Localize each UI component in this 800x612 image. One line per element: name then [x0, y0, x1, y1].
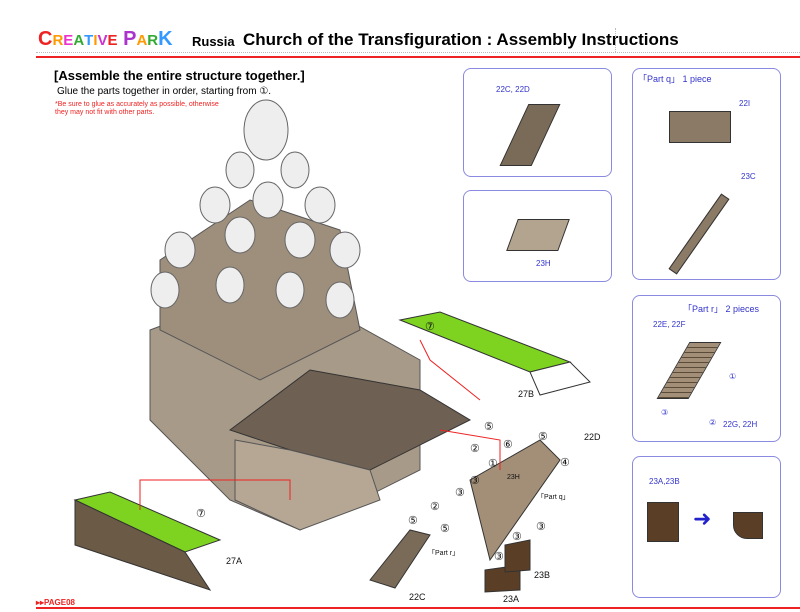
step-number: ⑤: [538, 431, 548, 443]
part-label: 「Part r」: [428, 550, 460, 557]
instruction-text: Glue the parts together in order, starti…: [57, 86, 272, 97]
part-label: 22E, 22F: [653, 320, 686, 329]
step-number: ⑥: [503, 439, 513, 451]
church-front: [234, 439, 381, 531]
part-illustration: [668, 193, 730, 275]
page-title: Church of the Transfiguration : Assembly…: [243, 30, 679, 49]
step-number: ⑦: [196, 508, 206, 520]
divider: [615, 28, 616, 52]
step-number: ②: [709, 418, 717, 427]
part-22c: [369, 529, 431, 589]
glue-guide: [439, 429, 501, 470]
part-illustration: [506, 219, 570, 251]
step-number: ⑤: [440, 523, 450, 535]
part-label: 23H: [507, 474, 520, 481]
panel-title: 「Part q」 1 piece: [638, 74, 712, 84]
domes: [150, 99, 361, 319]
panel-part-q: 「Part q」 1 piece 22I 23C: [632, 68, 781, 280]
divider: [36, 52, 800, 53]
part-23b: [504, 539, 531, 573]
part-label: 23C: [741, 172, 756, 181]
part-label: 23H: [536, 259, 551, 268]
step-number: ③: [470, 475, 480, 487]
step-number: ②: [470, 443, 480, 455]
glue-guide: [419, 339, 481, 401]
arrow-right-icon: ➜: [693, 506, 712, 531]
step-number: ⑤: [408, 515, 418, 527]
part-label: 22C: [409, 592, 426, 602]
panel-part-r: 「Part r」 2 pieces 22E, 22F 22G, 22H ① ② …: [632, 295, 781, 442]
step-number: ①: [488, 458, 498, 470]
part-illustration: [647, 502, 679, 542]
instruction-heading: [Assemble the entire structure together.…: [54, 68, 305, 83]
step-number: ①: [729, 372, 737, 381]
panel-title: 「Part r」 2 pieces: [683, 304, 760, 314]
creative-park-logo: CREATIVE PARK: [38, 28, 173, 50]
step-number: ④: [560, 457, 570, 469]
part-27b-side: [529, 361, 591, 396]
part-label: 23A: [503, 594, 520, 604]
part-label: 22C, 22D: [496, 85, 530, 94]
part-label: 23B: [534, 570, 551, 580]
part-label: 27A: [226, 556, 243, 566]
panel-23a-23b: 23A,23B ➜: [632, 456, 781, 598]
part-label: 22I: [739, 99, 751, 108]
part-label: 22D: [584, 432, 601, 442]
part-stairs: [469, 439, 561, 562]
step-number: ③: [455, 487, 465, 499]
part-label: 22G, 22H: [723, 420, 758, 429]
stairs-illustration: [656, 342, 722, 399]
footer-rule: [36, 607, 800, 609]
header-rule: [36, 56, 800, 58]
step-number: ⑤: [484, 421, 494, 433]
part-27a-side: [74, 499, 212, 591]
panel-22c-22d: 22C, 22D: [463, 68, 612, 177]
part-illustration: [669, 111, 731, 143]
step-number: ⑦: [425, 321, 435, 333]
step-number: ③: [494, 551, 504, 563]
step-number: ③: [512, 531, 522, 543]
step-number: ②: [430, 501, 440, 513]
part-illustration: [499, 104, 561, 166]
glue-guide: [139, 479, 291, 510]
part-label: 23A,23B: [649, 477, 680, 486]
step-number: ③: [536, 521, 546, 533]
instruction-note: *Be sure to glue as accurately as possib…: [55, 101, 219, 116]
step-number: ③: [661, 408, 669, 417]
country-label: Russia: [192, 34, 235, 49]
part-label: 27B: [518, 389, 535, 399]
part-label: 「Part q」: [537, 494, 570, 501]
page-number: ▸▸PAGE08: [36, 598, 76, 607]
part-illustration: [733, 512, 763, 539]
panel-23h: 23H: [463, 190, 612, 282]
